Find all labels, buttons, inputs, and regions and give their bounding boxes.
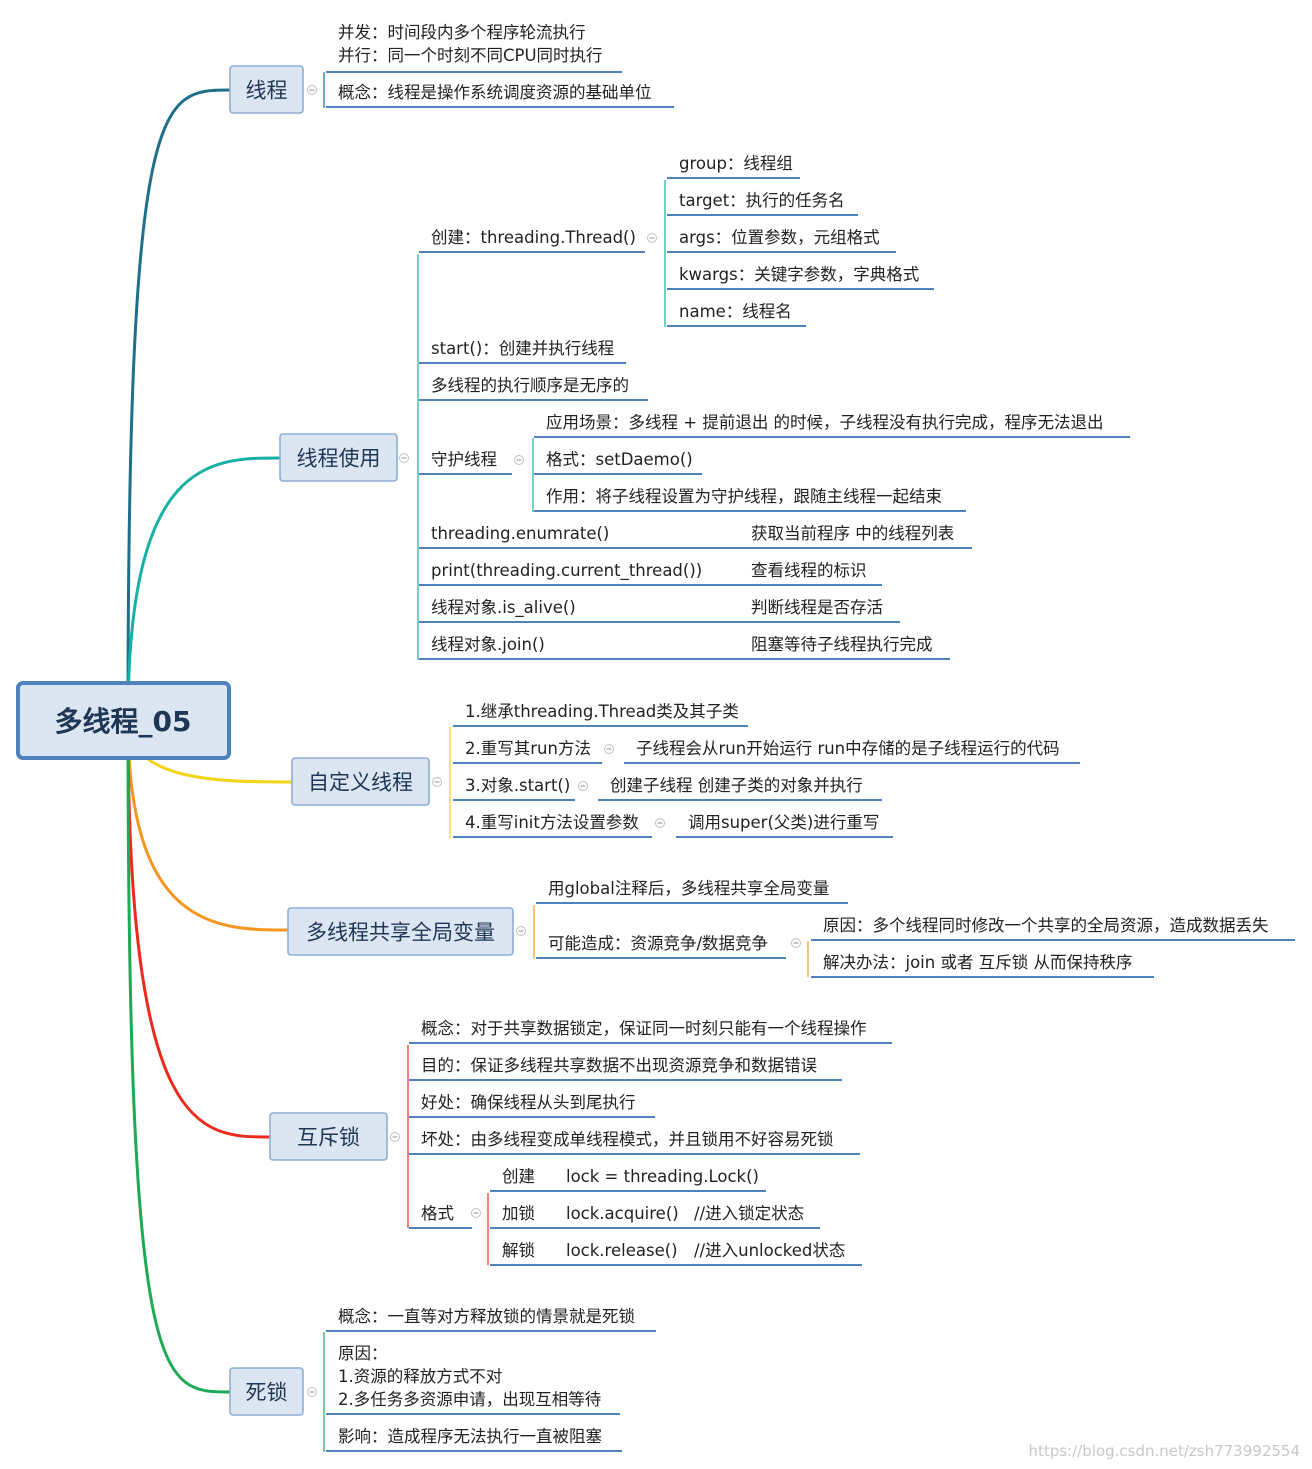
collapse-icon[interactable] — [578, 781, 588, 791]
leaf-mutex-item: 概念：对于共享数据锁定，保证同一时刻只能有一个线程操作 — [421, 1018, 867, 1038]
leaf-lock-format: 格式 — [421, 1204, 454, 1223]
leaf-deadlock-cause: 原因： — [338, 1344, 388, 1363]
leaf-custom-step: 1.继承threading.Thread类及其子类 — [465, 702, 739, 721]
leaf-api-desc: 获取当前程序 中的线程列表 — [751, 524, 954, 543]
leaf-thread-param: target：执行的任务名 — [679, 191, 845, 210]
leaf-custom-note: 调用super(父类)进行重写 — [688, 813, 879, 832]
leaf-concurrency: 并发：时间段内多个程序轮流执行 — [338, 23, 586, 42]
leaf-api-desc: 查看线程的标识 — [751, 561, 867, 580]
topic-nodes — [16, 65, 514, 1416]
leaf-custom-step: 4.重写init方法设置参数 — [465, 813, 639, 832]
collapse-icon[interactable] — [655, 818, 665, 828]
leaf-lock-code: lock.acquire() — [566, 1204, 679, 1223]
topic-deadlock[interactable] — [229, 1367, 304, 1416]
collapse-icon[interactable] — [471, 1208, 481, 1218]
topic-thread-label: 线程 — [246, 79, 288, 103]
main-branch-curve — [126, 718, 272, 1139]
leaf-daemon-item: 作用：将子线程设置为守护线程，跟随主线程一起结束 — [546, 487, 942, 506]
leaf-create: 创建：threading.Thread() — [431, 228, 636, 247]
root-topic[interactable] — [16, 681, 231, 760]
topic-deadlock-label: 死锁 — [246, 1381, 288, 1405]
collapse-icon[interactable] — [516, 926, 526, 936]
leaf-api-code: 线程对象.is_alive() — [431, 598, 576, 618]
leaf-start: start()：创建并执行线程 — [431, 339, 614, 358]
collapse-icon[interactable] — [514, 455, 524, 465]
collapse-icon[interactable] — [307, 85, 317, 95]
leaf-custom-note: 子线程会从run开始运行 run中存储的是子线程运行的代码 — [636, 739, 1060, 758]
collapse-icon[interactable] — [604, 744, 614, 754]
leaf-mutex-item: 坏处：由多线程变成单线程模式，并且锁用不好容易死锁 — [421, 1130, 834, 1149]
leaf-risk-fix: 解决办法：join 或者 互斥锁 从而保持秩序 — [823, 953, 1132, 972]
leaf-lock-action: 创建 — [502, 1167, 535, 1186]
collapse-icon[interactable] — [307, 1387, 317, 1397]
leaf-api-code: threading.enumrate() — [431, 524, 609, 543]
collapse-icon[interactable] — [432, 777, 442, 787]
leaf-daemon-item: 应用场景：多线程 + 提前退出 的时候，子线程没有执行完成，程序无法退出 — [546, 413, 1104, 432]
leaf-daemon: 守护线程 — [431, 450, 497, 469]
leaf-parallel: 并行：同一个时刻不同CPU同时执行 — [338, 46, 603, 65]
leaf-daemon-item: 格式：setDaemo() — [546, 450, 693, 469]
leaf-risk: 可能造成：资源竞争/数据竞争 — [548, 934, 768, 953]
collapse-icon[interactable] — [791, 938, 801, 948]
main-branch-curve — [126, 718, 290, 932]
leaf-deadlock-concept: 概念：一直等对方释放锁的情景就是死锁 — [338, 1306, 635, 1326]
topic-shared-globals[interactable] — [287, 907, 514, 956]
topic-thread-usage[interactable] — [279, 433, 398, 482]
leaf-thread-param: kwargs：关键字参数，字典格式 — [679, 265, 919, 284]
leaf-lock-action: 解锁 — [502, 1241, 535, 1260]
collapse-icon[interactable] — [390, 1132, 400, 1142]
main-branch-curve — [126, 718, 232, 1394]
collapse-icons — [307, 85, 801, 1397]
topic-custom-thread[interactable] — [291, 757, 430, 806]
leaf-lock-code: lock = threading.Lock() — [566, 1167, 759, 1186]
leaf-lock-comment: //进入锁定状态 — [694, 1204, 804, 1223]
leaf-mutex-item: 目的：保证多线程共享数据不出现资源竞争和数据错误 — [421, 1056, 817, 1075]
root-topic-label: 多线程_05 — [55, 705, 192, 738]
leaf-deadlock-cause: 1.资源的释放方式不对 — [338, 1367, 502, 1386]
leaf-api-desc: 阻塞等待子线程执行完成 — [751, 635, 933, 654]
leaf-underlines — [326, 71, 1295, 1452]
topic-custom-thread-label: 自定义线程 — [308, 771, 413, 795]
leaf-lock-code: lock.release() — [566, 1241, 678, 1260]
leaf-thread-param: name：线程名 — [679, 302, 792, 321]
sub-branch-connectors — [323, 72, 809, 1452]
leaf-deadlock-cause: 2.多任务多资源申请，出现互相等待 — [338, 1390, 601, 1409]
leaf-deadlock-effect: 影响：造成程序无法执行一直被阻塞 — [338, 1427, 602, 1446]
topic-mutex-label: 互斥锁 — [297, 1126, 360, 1150]
leaf-thread-param: args：位置参数，元组格式 — [679, 228, 880, 247]
leaf-api-desc: 判断线程是否存活 — [751, 598, 883, 617]
leaf-order: 多线程的执行顺序是无序的 — [431, 376, 629, 395]
leaf-api-code: print(threading.current_thread()) — [431, 561, 702, 581]
leaf-global: 用global注释后，多线程共享全局变量 — [548, 879, 829, 898]
leaf-custom-step: 3.对象.start() — [465, 776, 570, 795]
collapse-icon[interactable] — [399, 453, 409, 463]
main-branch-curve — [126, 456, 282, 722]
topic-shared-globals-label: 多线程共享全局变量 — [306, 921, 495, 945]
leaf-thread-param: group：线程组 — [679, 154, 793, 173]
topic-mutex[interactable] — [269, 1112, 388, 1161]
leaf-thread-concept: 概念：线程是操作系统调度资源的基础单位 — [338, 82, 652, 102]
main-branch-curve — [126, 88, 232, 722]
leaf-api-code: 线程对象.join() — [431, 635, 545, 654]
topic-thread-usage-label: 线程使用 — [297, 447, 381, 471]
collapse-icon[interactable] — [647, 233, 657, 243]
leaf-lock-comment: //进入unlocked状态 — [694, 1241, 845, 1260]
leaf-lock-action: 加锁 — [502, 1204, 535, 1223]
leaf-custom-step: 2.重写其run方法 — [465, 739, 591, 758]
leaf-mutex-item: 好处：确保线程从头到尾执行 — [421, 1093, 636, 1112]
leaf-custom-note: 创建子线程 创建子类的对象并执行 — [610, 776, 863, 795]
watermark: https://blog.csdn.net/zsh773992554 — [1028, 1442, 1300, 1460]
topic-thread[interactable] — [229, 65, 304, 114]
node-labels: 多线程_05 线程 并发：时间段内多个程序轮流执行并行：同一个时刻不同CPU同时执行… — [55, 23, 1300, 1460]
leaf-risk-cause: 原因：多个线程同时修改一个共享的全局资源，造成数据丢失 — [823, 916, 1269, 935]
